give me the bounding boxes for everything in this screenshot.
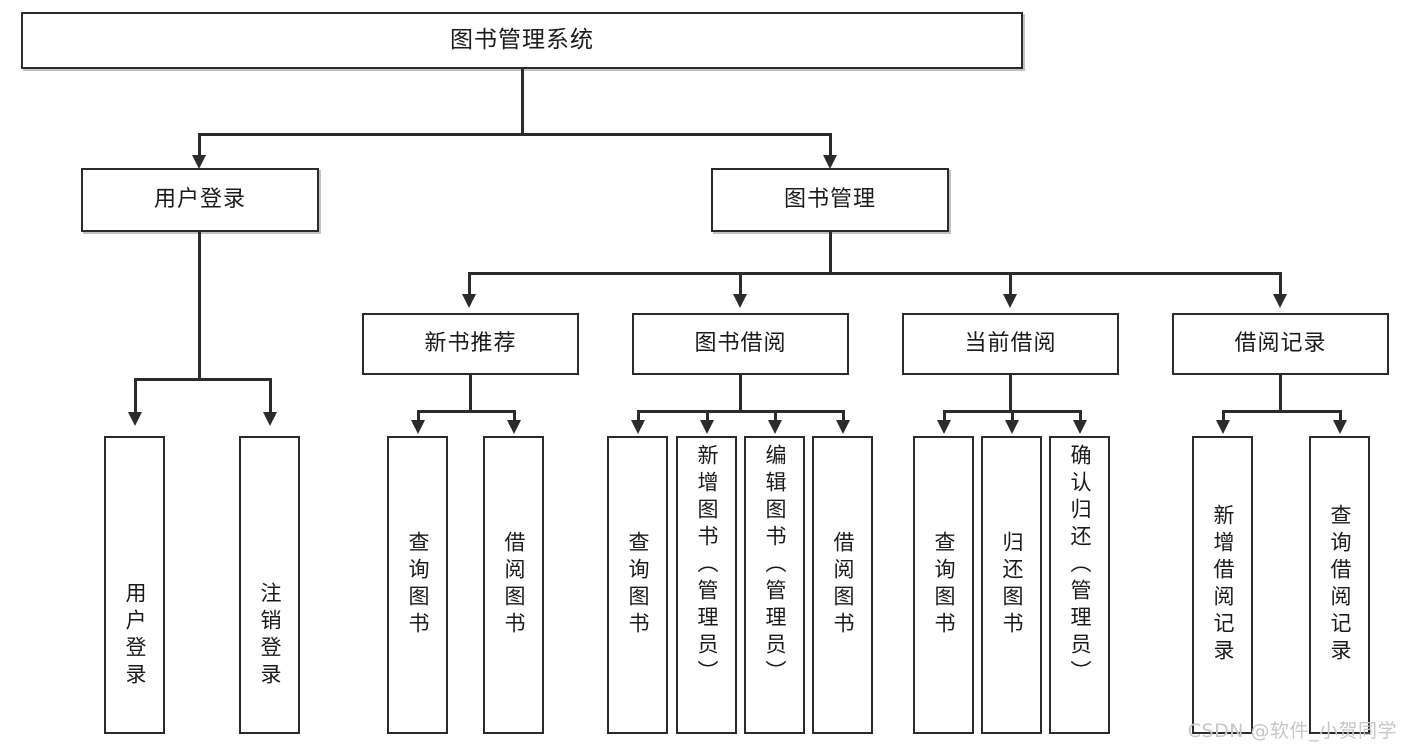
leaf-query-books-current[interactable]: 查询图书 [913,436,974,734]
connector-current-borrow-leaf1 [943,410,946,422]
node-book-borrowing[interactable]: 图书借阅 [632,313,849,375]
connector-to-new-books [468,272,471,296]
connector-borrow-record-leaf2 [1339,410,1342,422]
connector-borrow-record-stem [1279,375,1282,412]
leaf-label: 查询图书 [626,531,650,639]
connector-book-borrow-stem [739,375,742,412]
leaf-label: 查询图书 [932,531,956,639]
leaf-label: 新增借阅记录 [1211,504,1235,666]
node-user-login[interactable]: 用户登录 [81,168,319,232]
connector-book-manage-stem [829,232,832,274]
arrow-borrow-record-leaf1 [1216,420,1230,434]
leaf-query-books-new[interactable]: 查询图书 [387,436,448,734]
connector-tier3-bus [468,272,1281,275]
node-book-management[interactable]: 图书管理 [711,168,949,232]
arrow-to-book-borrow [733,294,747,308]
node-label: 当前借阅 [964,331,1057,357]
arrow-borrow-record-leaf2 [1333,420,1347,434]
connector-book-borrow-leaf4 [842,410,845,422]
leaf-label: 用户登录 [123,582,147,690]
connector-to-book-borrow [739,272,742,296]
node-label: 图书借阅 [694,331,787,357]
leaf-user-login[interactable]: 用户登录 [104,436,165,734]
watermark: CSDN @软件_小贺同学 [1187,720,1397,742]
arrow-root-to-book-manage [823,155,837,169]
connector-user-login-leaf1 [134,378,137,414]
arrow-book-borrow-leaf1 [631,420,645,434]
arrow-book-borrow-leaf2 [700,420,714,434]
arrow-book-borrow-leaf3 [768,420,782,434]
node-label: 图书管理 [783,187,876,213]
node-book-management-system[interactable]: 图书管理系统 [21,12,1023,69]
leaf-label: 借阅图书 [502,531,526,639]
leaf-add-borrow-record[interactable]: 新增借阅记录 [1192,436,1253,734]
node-borrowing-records[interactable]: 借阅记录 [1172,313,1389,375]
arrow-current-borrow-leaf1 [937,420,951,434]
arrow-to-borrow-record [1273,294,1287,308]
connector-user-login-leaf2 [269,378,272,414]
connector-borrow-record-leaf1 [1222,410,1225,422]
connector-root-bus [198,133,831,136]
connector-book-borrow-leaf2 [706,410,709,422]
leaf-label: 注销登录 [258,582,282,690]
arrow-user-login-leaf1 [128,412,142,426]
connector-current-borrow-leaf3 [1079,410,1082,422]
connector-root-to-book-manage [829,133,832,159]
connector-new-books-bus [417,410,516,413]
node-label: 用户登录 [153,187,246,213]
leaf-label: 借阅图书 [831,531,855,639]
leaf-label: 确认归还（管理员） [1068,444,1092,687]
leaf-return-book[interactable]: 归还图书 [981,436,1042,734]
connector-book-borrow-bus [637,410,844,413]
leaf-label: 新增图书（管理员） [695,444,719,687]
leaf-label: 查询借阅记录 [1328,504,1352,666]
connector-root-to-user-login [198,133,201,159]
leaf-query-borrow-record[interactable]: 查询借阅记录 [1309,436,1370,734]
arrow-new-books-leaf1 [411,420,425,434]
connector-to-borrow-record [1279,272,1282,296]
leaf-logout[interactable]: 注销登录 [239,436,300,734]
arrow-book-borrow-leaf4 [836,420,850,434]
leaf-label: 查询图书 [406,531,430,639]
leaf-query-books-borrow[interactable]: 查询图书 [607,436,668,734]
node-label: 新书推荐 [424,331,517,357]
leaf-add-book-admin[interactable]: 新增图书（管理员） [676,436,737,734]
arrow-current-borrow-leaf2 [1005,420,1019,434]
leaf-edit-book-admin[interactable]: 编辑图书（管理员） [744,436,805,734]
connector-user-login-bus [134,378,269,381]
arrow-user-login-leaf2 [263,412,277,426]
node-current-borrowing[interactable]: 当前借阅 [902,313,1119,375]
connector-user-login-stem [198,232,201,380]
arrow-new-books-leaf2 [507,420,521,434]
arrow-to-new-books [462,294,476,308]
leaf-borrow-books-new[interactable]: 借阅图书 [483,436,544,734]
leaf-confirm-return-admin[interactable]: 确认归还（管理员） [1049,436,1110,734]
node-label: 图书管理系统 [450,27,594,54]
connector-current-borrow-stem [1009,375,1012,412]
connector-new-books-leaf1 [417,410,420,422]
connector-new-books-leaf2 [513,410,516,422]
connector-borrow-record-bus [1222,410,1342,413]
arrow-to-current-borrow [1003,294,1017,308]
connector-new-books-stem [469,375,472,412]
connector-book-borrow-leaf3 [774,410,777,422]
leaf-borrow-book[interactable]: 借阅图书 [812,436,873,734]
connector-root-stem [521,69,524,133]
arrow-root-to-user-login [192,155,206,169]
node-new-book-recommendation[interactable]: 新书推荐 [362,313,579,375]
connector-current-borrow-leaf2 [1011,410,1014,422]
node-label: 借阅记录 [1234,331,1327,357]
leaf-label: 编辑图书（管理员） [763,444,787,687]
connector-book-borrow-leaf1 [637,410,640,422]
connector-to-current-borrow [1009,272,1012,296]
arrow-current-borrow-leaf3 [1073,420,1087,434]
leaf-label: 归还图书 [1000,531,1024,639]
